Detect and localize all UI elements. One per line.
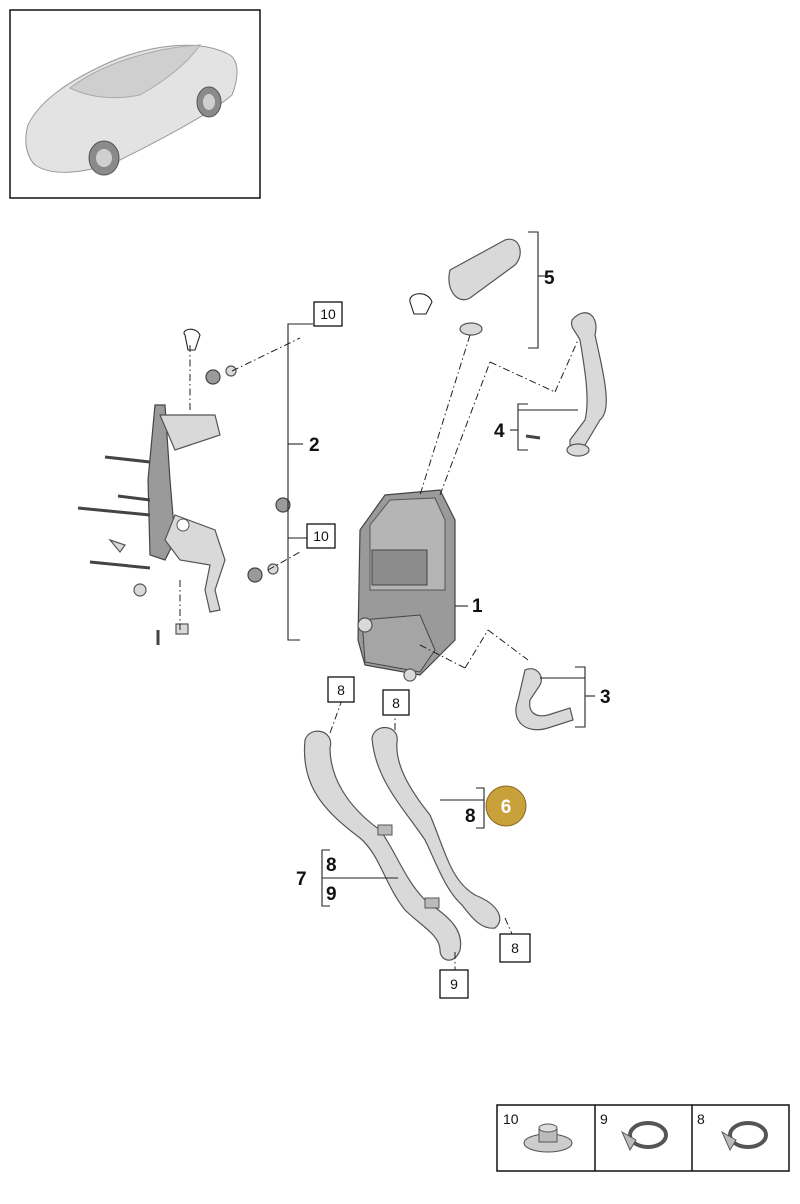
hose-clamp-icon-9 bbox=[620, 1121, 668, 1152]
hose-clamp-icon-8 bbox=[720, 1121, 768, 1152]
nut-icon bbox=[523, 1123, 573, 1153]
callout-5: 5 bbox=[544, 268, 555, 289]
leader-lines bbox=[287, 231, 595, 907]
vehicle-thumbnail bbox=[9, 9, 261, 199]
small-hose bbox=[515, 668, 574, 731]
callout-6-ref: 8 bbox=[465, 806, 476, 827]
coolant-hoses bbox=[303, 727, 501, 961]
connection-lines bbox=[329, 334, 579, 970]
callout-1: 1 bbox=[472, 596, 483, 617]
svg-text:8: 8 bbox=[511, 940, 519, 956]
exhaust-pipe bbox=[525, 312, 607, 457]
svg-text:9: 9 bbox=[450, 976, 458, 992]
boxed-ref-8-right: 8 bbox=[382, 689, 410, 716]
boxed-ref-10-top: 10 bbox=[313, 301, 343, 327]
car-icon bbox=[25, 44, 238, 176]
svg-text:6: 6 bbox=[501, 797, 512, 818]
callout-7-ref-a: 8 bbox=[326, 855, 337, 876]
svg-text:10: 10 bbox=[320, 306, 336, 322]
svg-text:8: 8 bbox=[392, 695, 400, 711]
heater-unit bbox=[357, 489, 456, 682]
callout-7: 7 bbox=[296, 869, 307, 890]
bracket-dash-lines bbox=[179, 337, 301, 630]
legend-label-8: 8 bbox=[697, 1111, 705, 1127]
boxed-ref-8-bottom: 8 bbox=[499, 933, 531, 963]
callout-6-badge[interactable]: 6 bbox=[485, 785, 527, 827]
boxed-ref-8-left: 8 bbox=[327, 676, 355, 703]
callout-4: 4 bbox=[494, 421, 505, 442]
callout-3: 3 bbox=[600, 687, 611, 708]
callout-7-ref-b: 9 bbox=[326, 884, 337, 905]
callout-2: 2 bbox=[309, 435, 320, 456]
svg-text:10: 10 bbox=[313, 528, 329, 544]
bracket-assembly bbox=[77, 328, 291, 645]
svg-text:8: 8 bbox=[337, 682, 345, 698]
intake-hose bbox=[409, 238, 521, 336]
boxed-ref-9-bottom: 9 bbox=[439, 969, 469, 999]
legend-label-9: 9 bbox=[600, 1111, 608, 1127]
hardware-legend: 10 9 8 bbox=[496, 1104, 790, 1172]
boxed-ref-10-mid: 10 bbox=[306, 523, 336, 549]
legend-label-10: 10 bbox=[503, 1111, 519, 1127]
